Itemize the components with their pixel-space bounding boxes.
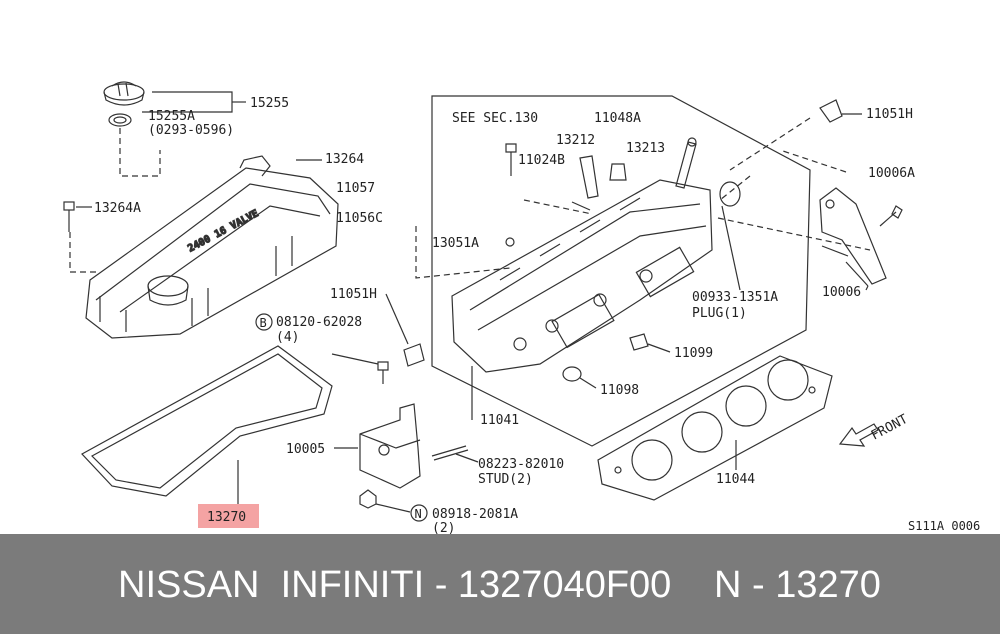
label-10006a: 10006A (868, 166, 915, 181)
label-15255: 15255 (250, 96, 289, 111)
bolt-11024b (505, 143, 517, 176)
label-11041: 11041 (480, 413, 519, 428)
badge-n: N (410, 504, 428, 522)
cap-11048a (609, 163, 627, 181)
label-13270: 13270 (207, 510, 246, 525)
cylinder-head (451, 179, 713, 373)
svg-text:N: N (415, 507, 422, 521)
label-13213: 13213 (626, 141, 665, 156)
footer-ref-number: N - 13270 (714, 564, 881, 606)
label-stud: STUD(2) (478, 472, 533, 487)
valve-13213 (675, 141, 697, 189)
label-13212: 13212 (556, 133, 595, 148)
dowel-13051a (505, 237, 515, 247)
badge-b: B (255, 313, 273, 331)
rocker-cover-gasket (81, 345, 333, 497)
label-see-sec: SEE SEC.130 (452, 111, 538, 126)
cover-embossed-text: 2400 16 VALVE (186, 208, 260, 254)
label-bolt-qty: (4) (276, 330, 299, 345)
parts-diagram: 2400 16 VALVE (63, 81, 980, 534)
label-11057: 11057 (336, 181, 375, 196)
oil-filler-cap (103, 81, 145, 106)
label-11051h-top: 11051H (866, 107, 913, 122)
label-11048a: 11048A (594, 111, 641, 126)
bolt-13264a (63, 201, 92, 232)
highlight-13270 (198, 504, 259, 528)
plug-11099 (629, 333, 649, 351)
stud-08223 (431, 445, 469, 461)
label-11098: 11098 (600, 383, 639, 398)
nut-08918 (359, 489, 377, 509)
label-front: FRONT (869, 412, 911, 444)
bolt-08120 (377, 361, 389, 384)
plug (719, 181, 741, 207)
bracket-10005 (359, 403, 421, 489)
label-13051a: 13051A (432, 236, 479, 251)
svg-text:B: B (260, 316, 267, 330)
footer-banner: NISSAN INFINITI - 1327040F00 N - 13270 (0, 534, 1000, 634)
label-sheet-id: S111A 0006 (908, 519, 980, 533)
valve-stem-13212 (579, 155, 599, 199)
footer-part-number: NISSAN INFINITI - 1327040F00 (118, 564, 672, 606)
label-13264: 13264 (325, 152, 364, 167)
label-15255a: 15255A (148, 109, 195, 124)
label-08120: 08120-62028 (276, 315, 362, 330)
head-gasket (597, 355, 833, 501)
rocker-cover (85, 155, 339, 339)
label-10006: 10006 (822, 285, 861, 300)
cap-gasket (108, 113, 132, 127)
plug-11051h-mid (403, 343, 425, 367)
label-10005: 10005 (286, 442, 325, 457)
label-11024b: 11024B (518, 153, 565, 168)
label-11099: 11099 (674, 346, 713, 361)
label-11044: 11044 (716, 472, 755, 487)
label-13264a: 13264A (94, 201, 141, 216)
label-11051h-mid: 11051H (330, 287, 377, 302)
label-nut-qty: (2) (432, 521, 455, 534)
front-arrow-icon (838, 423, 879, 447)
bracket-10006 (819, 187, 887, 285)
label-08918: 08918-2081A (432, 507, 518, 522)
label-00933: 00933-1351A (692, 290, 778, 305)
label-08223: 08223-82010 (478, 457, 564, 472)
head-assembly-box (431, 95, 811, 447)
assembly-lines (69, 117, 871, 279)
plug-11051h-top (819, 99, 843, 123)
label-11056c: 11056C (336, 211, 383, 226)
label-0293: (0293-0596) (148, 123, 234, 138)
seal-11098 (562, 366, 582, 382)
label-plug: PLUG(1) (692, 306, 747, 321)
